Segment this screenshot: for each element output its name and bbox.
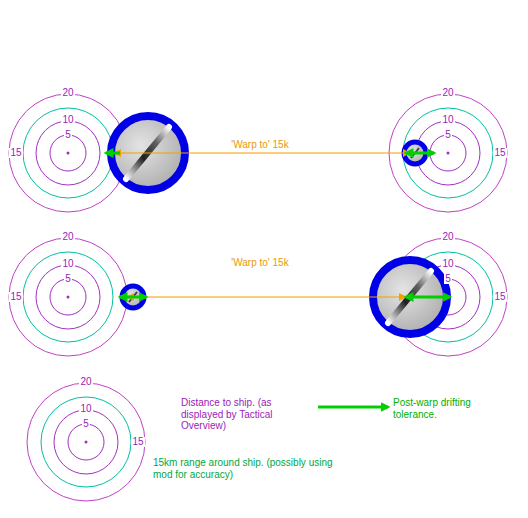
- range-number: 20: [441, 232, 454, 242]
- legend-arrow: [318, 406, 388, 409]
- range-number: 15: [131, 437, 144, 447]
- range-number: 10: [441, 115, 454, 125]
- warp-label: 'Warp to' 15k: [231, 139, 288, 151]
- range-number: 20: [79, 377, 92, 387]
- range-number: 15: [493, 148, 506, 158]
- range-number: 20: [61, 232, 74, 242]
- drift-arrow: [120, 296, 146, 299]
- legend-text: 15km range around ship. (possibly using …: [153, 457, 333, 480]
- range-number: 5: [64, 130, 72, 140]
- range-number: 10: [61, 259, 74, 269]
- range-number: 5: [444, 130, 452, 140]
- range-number: 10: [79, 404, 92, 414]
- range-number: 15: [9, 292, 22, 302]
- range-number: 10: [441, 259, 454, 269]
- range-number: 20: [441, 88, 454, 98]
- warp-line: [127, 297, 406, 298]
- range-rings: 20 10 5 15: [2, 231, 134, 363]
- legend-text: Post-warp drifting tolerance.: [393, 397, 493, 420]
- drift-arrow: [406, 296, 450, 299]
- legend-text: Distance to ship. (as displayed by Tacti…: [181, 397, 299, 432]
- range-circles-layer: [2, 231, 134, 363]
- range-number: 15: [9, 148, 22, 158]
- range-circles: [20, 376, 152, 508]
- range-circles-layer: [20, 376, 152, 508]
- range-number: 5: [82, 419, 90, 429]
- range-rings: 20 10 5 15: [382, 231, 514, 363]
- range-rings: 20 10 5 15: [20, 376, 152, 508]
- range-circles: [2, 231, 134, 363]
- warp-label: 'Warp to' 15k: [231, 257, 288, 269]
- drift-arrow: [106, 152, 120, 155]
- range-number: 20: [61, 88, 74, 98]
- range-number: 5: [444, 274, 452, 284]
- warp-line: [114, 153, 410, 154]
- range-number: 15: [493, 292, 506, 302]
- range-number: 5: [64, 274, 72, 284]
- range-rings: 20 10 5 15: [2, 87, 134, 219]
- range-number: 10: [61, 115, 74, 125]
- range-rings: 20 10 5 15: [382, 87, 514, 219]
- drift-arrow: [406, 152, 434, 155]
